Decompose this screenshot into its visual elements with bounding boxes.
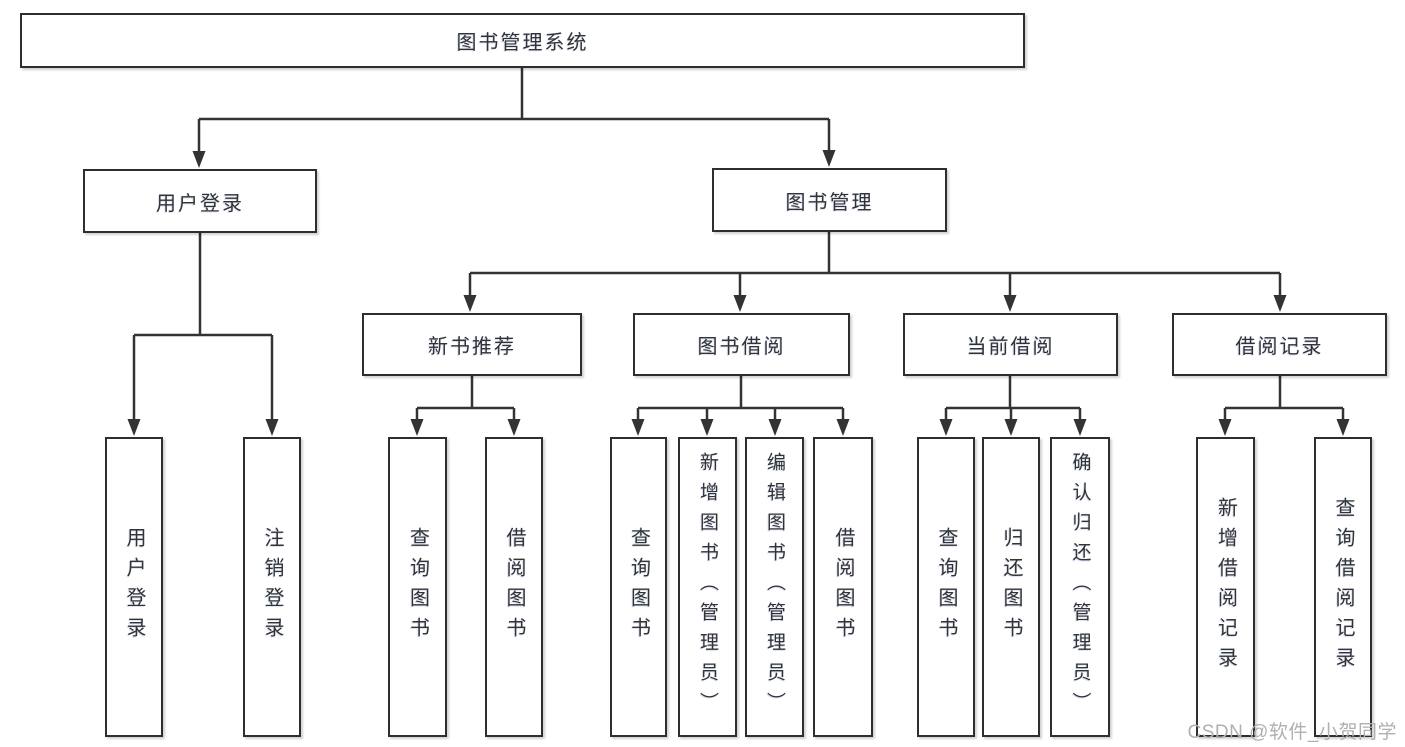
leaf-logout: 注销登录 (243, 437, 301, 737)
leaf-borrow-book: 借阅图书 (813, 437, 873, 737)
connector-userlogin-to-leaves (127, 233, 279, 436)
leaf-add-book-admin: 新增图书（管理员） (678, 437, 737, 737)
node-label: 图书管理 (785, 191, 874, 214)
connector-records-to-leaves (1218, 376, 1350, 436)
leaf-label: 借阅图书 (832, 527, 854, 647)
node-label: 借阅记录 (1235, 336, 1324, 358)
node-label: 图书借阅 (697, 336, 786, 358)
leaf-label: 用户登录 (123, 527, 145, 647)
connector-newbook-to-leaves (410, 376, 521, 436)
connector-root-to-level2 (192, 68, 836, 168)
node-label: 当前借阅 (966, 336, 1055, 358)
leaf-label: 归还图书 (1000, 527, 1022, 647)
node-label: 图书管理系统 (456, 32, 589, 54)
leaf-user-login: 用户登录 (105, 437, 163, 737)
connector-currentborrow-to-leaves (939, 376, 1087, 436)
node-book-borrow: 图书借阅 (633, 313, 850, 376)
node-new-book-recommend: 新书推荐 (362, 313, 582, 376)
node-user-login: 用户登录 (83, 169, 317, 233)
connector-bookborrow-to-leaves (631, 376, 850, 436)
leaf-label: 查询图书 (406, 527, 429, 647)
leaf-label: 编辑图书（管理员） (764, 452, 785, 722)
leaf-label: 查询图书 (627, 527, 650, 647)
leaf-label: 新增图书（管理员） (697, 452, 718, 722)
leaf-label: 借阅图书 (503, 527, 525, 647)
leaf-query-borrow-record: 查询借阅记录 (1314, 437, 1372, 737)
leaf-query-book-borrow: 查询图书 (610, 437, 667, 737)
leaf-label: 注销登录 (261, 527, 283, 647)
leaf-query-book-current: 查询图书 (917, 437, 975, 737)
leaf-confirm-return-admin: 确认归还（管理员） (1050, 437, 1110, 737)
csdn-watermark: CSDN @软件_小贺同学 (1187, 722, 1397, 743)
leaf-borrow-book-recommend: 借阅图书 (485, 437, 543, 737)
node-current-borrow: 当前借阅 (903, 313, 1118, 376)
node-library-management-system: 图书管理系统 (20, 13, 1025, 68)
node-label: 用户登录 (156, 192, 244, 215)
node-borrow-records: 借阅记录 (1172, 313, 1387, 376)
leaf-label: 查询图书 (935, 527, 957, 647)
node-book-management: 图书管理 (712, 168, 947, 232)
leaf-label: 确认归还（管理员） (1069, 452, 1091, 722)
leaf-add-borrow-record: 新增借阅记录 (1196, 437, 1255, 737)
connector-bookmgmt-to-level3 (463, 232, 1287, 312)
node-label: 新书推荐 (428, 336, 516, 358)
leaf-label: 新增借阅记录 (1214, 497, 1237, 677)
leaf-label: 查询借阅记录 (1332, 497, 1354, 677)
leaf-return-book: 归还图书 (982, 437, 1040, 737)
leaf-query-book-recommend: 查询图书 (388, 437, 447, 737)
leaf-edit-book-admin: 编辑图书（管理员） (745, 437, 804, 737)
